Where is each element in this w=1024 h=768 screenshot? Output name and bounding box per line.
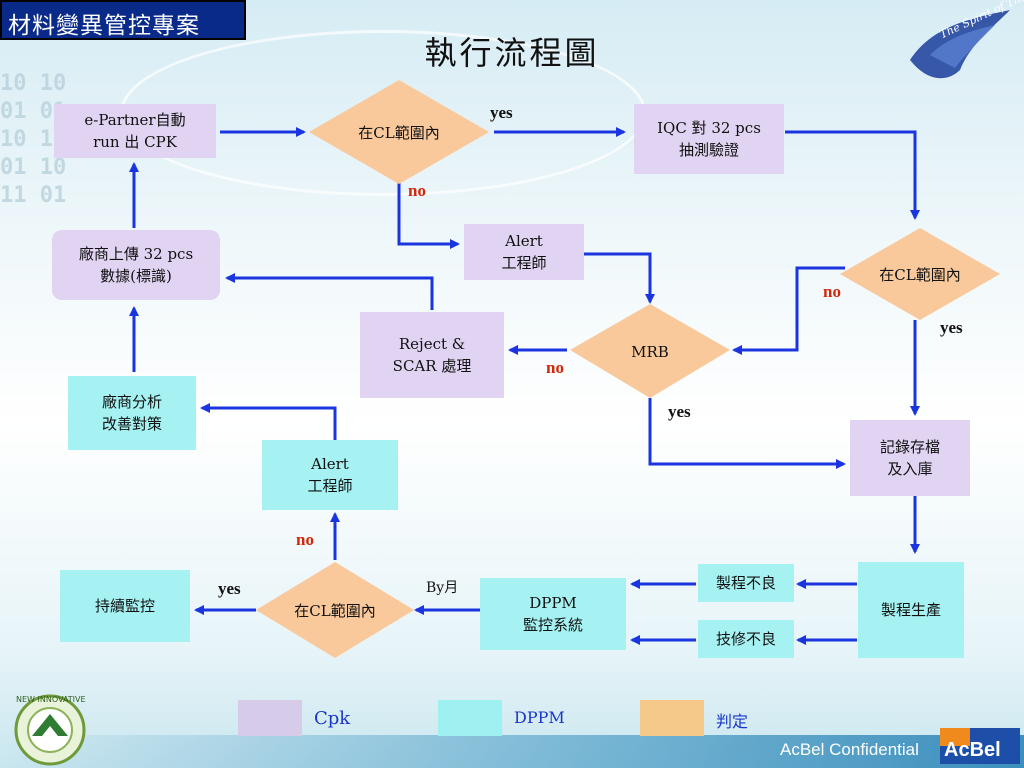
legend-label-dppm: DPPM — [514, 708, 565, 727]
confidential-label: AcBel Confidential — [780, 740, 919, 759]
reject-scar-box: Reject & SCAR 處理 — [360, 312, 504, 398]
header-banner: 材料變異管控專案 — [0, 0, 246, 40]
vendor-analysis-box: 廠商分析 改善對策 — [68, 376, 196, 450]
production-box: 製程生產 — [858, 562, 964, 658]
epartner-cpk-box: e-Partner自動 run 出 CPK — [54, 104, 216, 158]
acbel-logo: AcBel — [940, 728, 1020, 764]
legend-swatch-decision — [640, 700, 704, 736]
slide-title: 執行流程圖 — [424, 34, 600, 72]
alert-engineer-mid-box: Alert 工程師 — [464, 224, 584, 280]
continuous-monitor-box: 持續監控 — [60, 570, 190, 642]
legend-label-decision: 判定 — [716, 712, 749, 731]
legend-label-cpk: Cpk — [314, 708, 351, 729]
footer-band — [0, 735, 1024, 768]
decision-diamond-bottom — [256, 562, 414, 658]
iqc-sampling-box: IQC 對 32 pcs 抽測驗證 — [634, 104, 784, 174]
innovation-logo-text: NEW INNOVATIVE — [16, 695, 86, 704]
decorative-binary: 10 10 01 01 10 11 01 10 11 01 — [0, 71, 67, 208]
no-label-right: no — [823, 282, 841, 301]
repair-defect-box: 技修不良 — [698, 620, 794, 658]
decision-right-label: 在CL範圍內 — [879, 265, 961, 284]
decision-bottom-label: 在CL範圍內 — [294, 601, 376, 620]
alert-engineer-left-box: Alert 工程師 — [262, 440, 398, 510]
mrb-diamond — [570, 304, 730, 398]
no-label-top: no — [408, 181, 426, 200]
legend-swatch-dppm — [438, 700, 502, 736]
innovation-logo: NEW INNOVATIVE — [14, 694, 86, 766]
acbel-logo-text: AcBel — [944, 739, 1001, 761]
yes-label-top: yes — [490, 103, 513, 122]
by-month-label: By月 — [426, 580, 459, 596]
vendor-upload-box: 廠商上傳 32 pcs 數據(標識) — [52, 230, 220, 300]
header-title: 材料變異管控專案 — [8, 13, 200, 39]
legend-swatch-cpk — [238, 700, 302, 736]
yes-label-mrb: yes — [668, 402, 691, 421]
no-label-mrb: no — [546, 358, 564, 377]
yes-label-right: yes — [940, 318, 963, 337]
mrb-label: MRB — [631, 343, 669, 361]
process-defect-box: 製程不良 — [698, 564, 794, 602]
dppm-system-box: DPPM 監控系統 — [480, 578, 626, 650]
decision-diamond-right — [840, 228, 1000, 320]
decision-top-label: 在CL範圍內 — [358, 123, 440, 142]
no-label-bottom: no — [296, 530, 314, 549]
record-store-box: 記錄存檔 及入庫 — [850, 420, 970, 496]
eagle-logo: The Spirit of The Eagle — [910, 0, 1024, 79]
yes-label-bottom: yes — [218, 579, 241, 598]
decision-diamond-top — [309, 80, 489, 184]
